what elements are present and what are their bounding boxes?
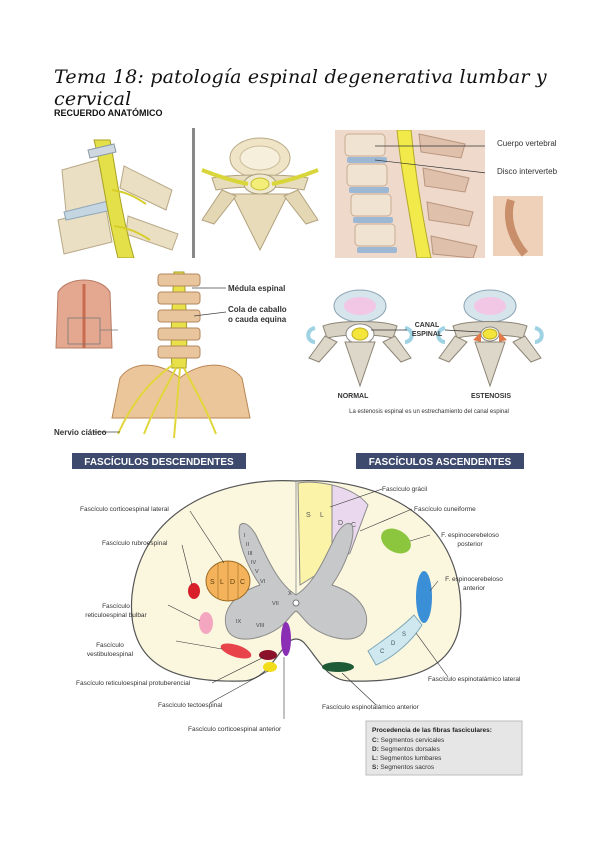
image-spine-segment	[54, 130, 185, 258]
image-vertebra-top	[192, 128, 328, 258]
label-estenosis: ESTENOSIS	[471, 393, 511, 400]
document-title: Tema 18: patología espinal degenerativa …	[54, 66, 547, 110]
tract-reticuloespinal-protuberencial	[259, 650, 277, 660]
legend-title: Procedencia de las fibras fasciculares:	[372, 727, 492, 734]
label-gracil: Fascículo grácil	[382, 486, 428, 493]
label-vestibuloespinal-1: Fascículo	[96, 642, 124, 649]
section-heading: RECUERDO ANATÓMICO	[54, 108, 163, 118]
label-nervio-ciatico: Nervio ciático	[54, 428, 107, 437]
label-corticoespinal-anterior: Fascículo corticoespinal anterior	[188, 726, 282, 733]
lamina-viii: VIII	[256, 623, 265, 629]
tract-espinocerebeloso-anterior	[416, 571, 432, 623]
label-rubroespinal: Fascículo rubroespinal	[102, 540, 168, 547]
legend-key-s: S:	[372, 764, 379, 771]
gracil-letter-l: L	[320, 512, 324, 519]
legend-text-s: Segmentos sacros	[380, 764, 435, 771]
header-descendentes-bg	[72, 453, 246, 469]
tract-espinotalamico-anterior	[322, 662, 354, 672]
svg-text:S: Segmentos sacros: S: Segmentos sacros	[372, 764, 435, 771]
label-tectoespinal: Fascículo tectoespinal	[158, 702, 223, 709]
label-canal: CANAL	[415, 322, 440, 329]
label-espinotalamico-lateral: Fascículo espinotalámico lateral	[428, 676, 521, 683]
espinotal-letter-d: D	[391, 641, 396, 647]
tract-corticoespinal-anterior	[281, 622, 291, 656]
lamina-v: V	[255, 569, 259, 575]
image-stenosis: CANAL ESPINAL NORMAL ESTENOSIS La esteno…	[305, 282, 550, 422]
svg-text:L: Segmentos lumbares: L: Segmentos lumbares	[372, 755, 442, 762]
tract-reticuloespinal-bulbar	[199, 612, 213, 634]
espinotal-letter-c: C	[380, 649, 385, 655]
image-spinal-tracts: FASCÍCULOS DESCENDENTES FASCÍCULOS ASCEN…	[60, 445, 540, 780]
svg-text:C: Segmentos cervicales: C: Segmentos cervicales	[372, 737, 445, 744]
gracil-letter-s: S	[306, 512, 311, 519]
stenosis-caption: La estenosis espinal es un estrechamient…	[349, 409, 509, 415]
cortlat-letter-d: D	[230, 579, 235, 586]
lamina-i: I	[244, 533, 246, 539]
legend-key-c: C:	[372, 737, 379, 744]
label-normal: NORMAL	[338, 393, 369, 400]
cune-letter-c: C	[351, 522, 356, 529]
lamina-ii: II	[246, 542, 250, 548]
tract-vestibuloespinal	[220, 643, 252, 659]
header-ascendentes-bg	[356, 453, 524, 469]
label-medula-espinal: Médula espinal	[228, 284, 285, 293]
legend-text-c: Segmentos cervicales	[381, 737, 445, 744]
cortlat-letter-l: L	[220, 579, 224, 586]
label-espinocerebeloso-anterior-2: anterior	[463, 585, 486, 592]
tract-rubroespinal	[188, 583, 200, 599]
image-sagittal-spine: Cuerpo vertebral Disco intervertebral	[335, 130, 557, 258]
label-reticuloespinal-bulbar-1: Fascículo	[102, 603, 130, 610]
legend-text-l: Segmentos lumbares	[380, 755, 442, 762]
header-descendentes: FASCÍCULOS DESCENDENTES	[84, 455, 234, 468]
label-espinal: ESPINAL	[412, 331, 443, 338]
cortlat-letter-c: C	[240, 579, 245, 586]
label-reticuloespinal-protuberencial: Fascículo reticuloespinal protuberencial	[76, 680, 191, 687]
header-ascendentes: FASCÍCULOS ASCENDENTES	[369, 455, 512, 468]
central-canal	[292, 599, 300, 607]
lamina-ix: IX	[236, 619, 242, 625]
lamina-iv: IV	[251, 560, 257, 566]
label-cola-caballo: Cola de caballo	[228, 305, 287, 314]
label-reticuloespinal-bulbar-2: reticuloespinal bulbar	[85, 612, 147, 619]
gray-matter	[224, 522, 368, 640]
label-disco-intervertebral: Disco intervertebral	[497, 167, 557, 176]
lamina-x: X	[288, 591, 292, 597]
label-cuneiforme: Fascículo cuneiforme	[414, 506, 476, 513]
label-espinocerebeloso-posterior-1: F. espinocerebeloso	[441, 532, 499, 539]
lamina-vii: VII	[272, 601, 279, 607]
label-espinotalamico-anterior: Fascículo espinotalámico anterior	[322, 704, 420, 711]
label-espinocerebeloso-anterior-1: F. espinocerebeloso	[445, 576, 503, 583]
tract-espinocerebeloso-posterior	[381, 528, 411, 554]
legend-key-d: D:	[372, 746, 379, 753]
lamina-iii: III	[248, 551, 253, 557]
label-cuerpo-vertebral: Cuerpo vertebral	[497, 139, 557, 148]
cortlat-letter-s: S	[210, 579, 215, 586]
espinotal-letter-s: S	[402, 632, 406, 638]
svg-text:D: Segmentos dorsales: D: Segmentos dorsales	[372, 746, 441, 753]
label-vestibuloespinal-2: vestibuloespinal	[87, 651, 134, 658]
legend-key-l: L:	[372, 755, 378, 762]
image-cauda-equina: Médula espinal Cola de caballo o cauda e…	[54, 268, 299, 440]
legend-box	[365, 720, 523, 776]
lamina-vi: VI	[260, 579, 266, 585]
tract-tectoespinal	[263, 662, 277, 672]
label-cauda-equina: o cauda equina	[228, 315, 287, 324]
legend-text-d: Segmentos dorsales	[381, 746, 441, 753]
cune-letter-d: D	[338, 520, 343, 527]
label-espinocerebeloso-posterior-2: posterior	[457, 541, 483, 548]
tract-espinotalamico-lateral	[367, 614, 423, 666]
label-corticoespinal-lateral: Fascículo corticoespinal lateral	[80, 506, 169, 513]
